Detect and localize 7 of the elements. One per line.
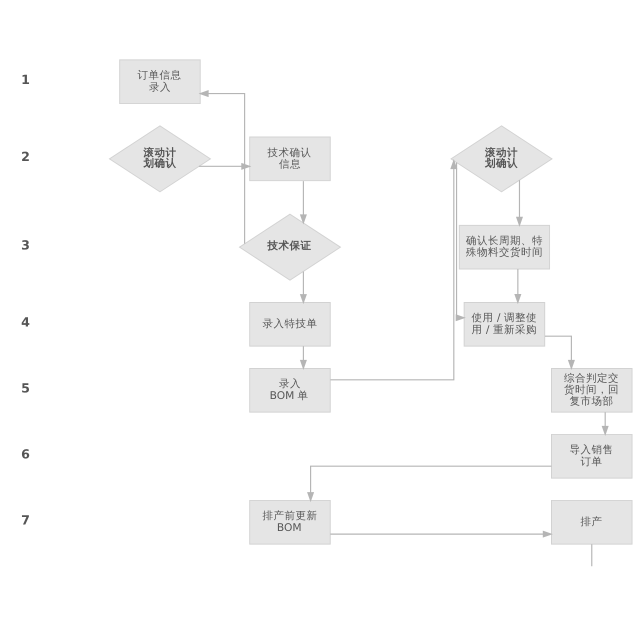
label: 5	[21, 380, 30, 396]
label: 2	[21, 148, 30, 164]
label: 1	[21, 72, 30, 87]
label: 3	[21, 236, 30, 252]
label: 7	[21, 512, 30, 528]
label: 6	[21, 446, 30, 462]
label: 4	[21, 314, 30, 330]
